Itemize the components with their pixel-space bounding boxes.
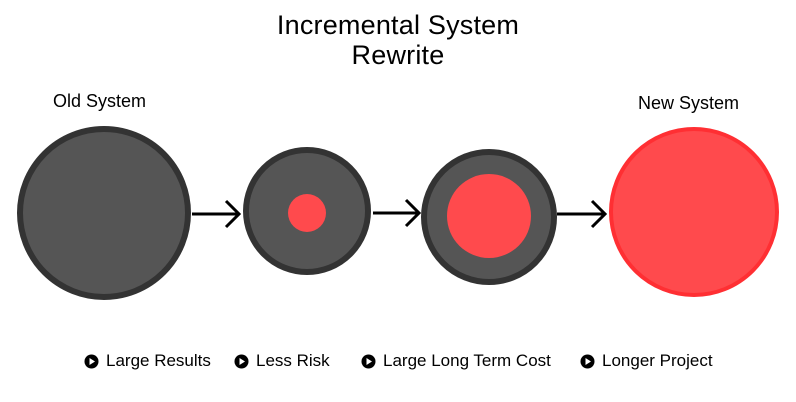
play-circle-icon <box>84 354 99 369</box>
legend-label: Less Risk <box>256 351 330 370</box>
old-system-label: Old System <box>53 91 147 111</box>
legend-item-large-long-term-cost: Large Long Term Cost <box>361 350 551 372</box>
title-line-1: Incremental System <box>276 10 520 40</box>
arrow-head <box>224 199 242 229</box>
arrow-head <box>404 198 422 228</box>
stage-new-system <box>609 127 779 297</box>
arrow-1 <box>192 199 242 229</box>
stage-3-new-portion <box>447 174 531 258</box>
diagram-title: Incremental System Rewrite <box>0 10 796 70</box>
arrow-2 <box>373 198 422 228</box>
play-circle-icon <box>580 354 595 369</box>
legend-label: Large Results <box>106 351 211 370</box>
stage-2 <box>243 147 371 275</box>
legend-label: Large Long Term Cost <box>383 351 551 370</box>
legend-item-longer-project: Longer Project <box>580 350 713 372</box>
play-circle-icon <box>234 354 249 369</box>
stage-2-new-portion <box>288 194 326 232</box>
legend-label: Longer Project <box>602 351 713 370</box>
legend-item-large-results: Large Results <box>84 350 211 372</box>
play-circle-icon <box>361 354 376 369</box>
legend-item-less-risk: Less Risk <box>234 350 330 372</box>
new-system-label: New System <box>638 93 740 113</box>
title-line-2: Rewrite <box>351 40 445 70</box>
arrow-3 <box>557 199 608 229</box>
stage-old-system <box>17 126 191 300</box>
new-system-circle <box>609 127 779 297</box>
stage-3 <box>421 149 557 285</box>
arrow-head <box>590 199 608 229</box>
old-system-circle <box>17 126 191 300</box>
